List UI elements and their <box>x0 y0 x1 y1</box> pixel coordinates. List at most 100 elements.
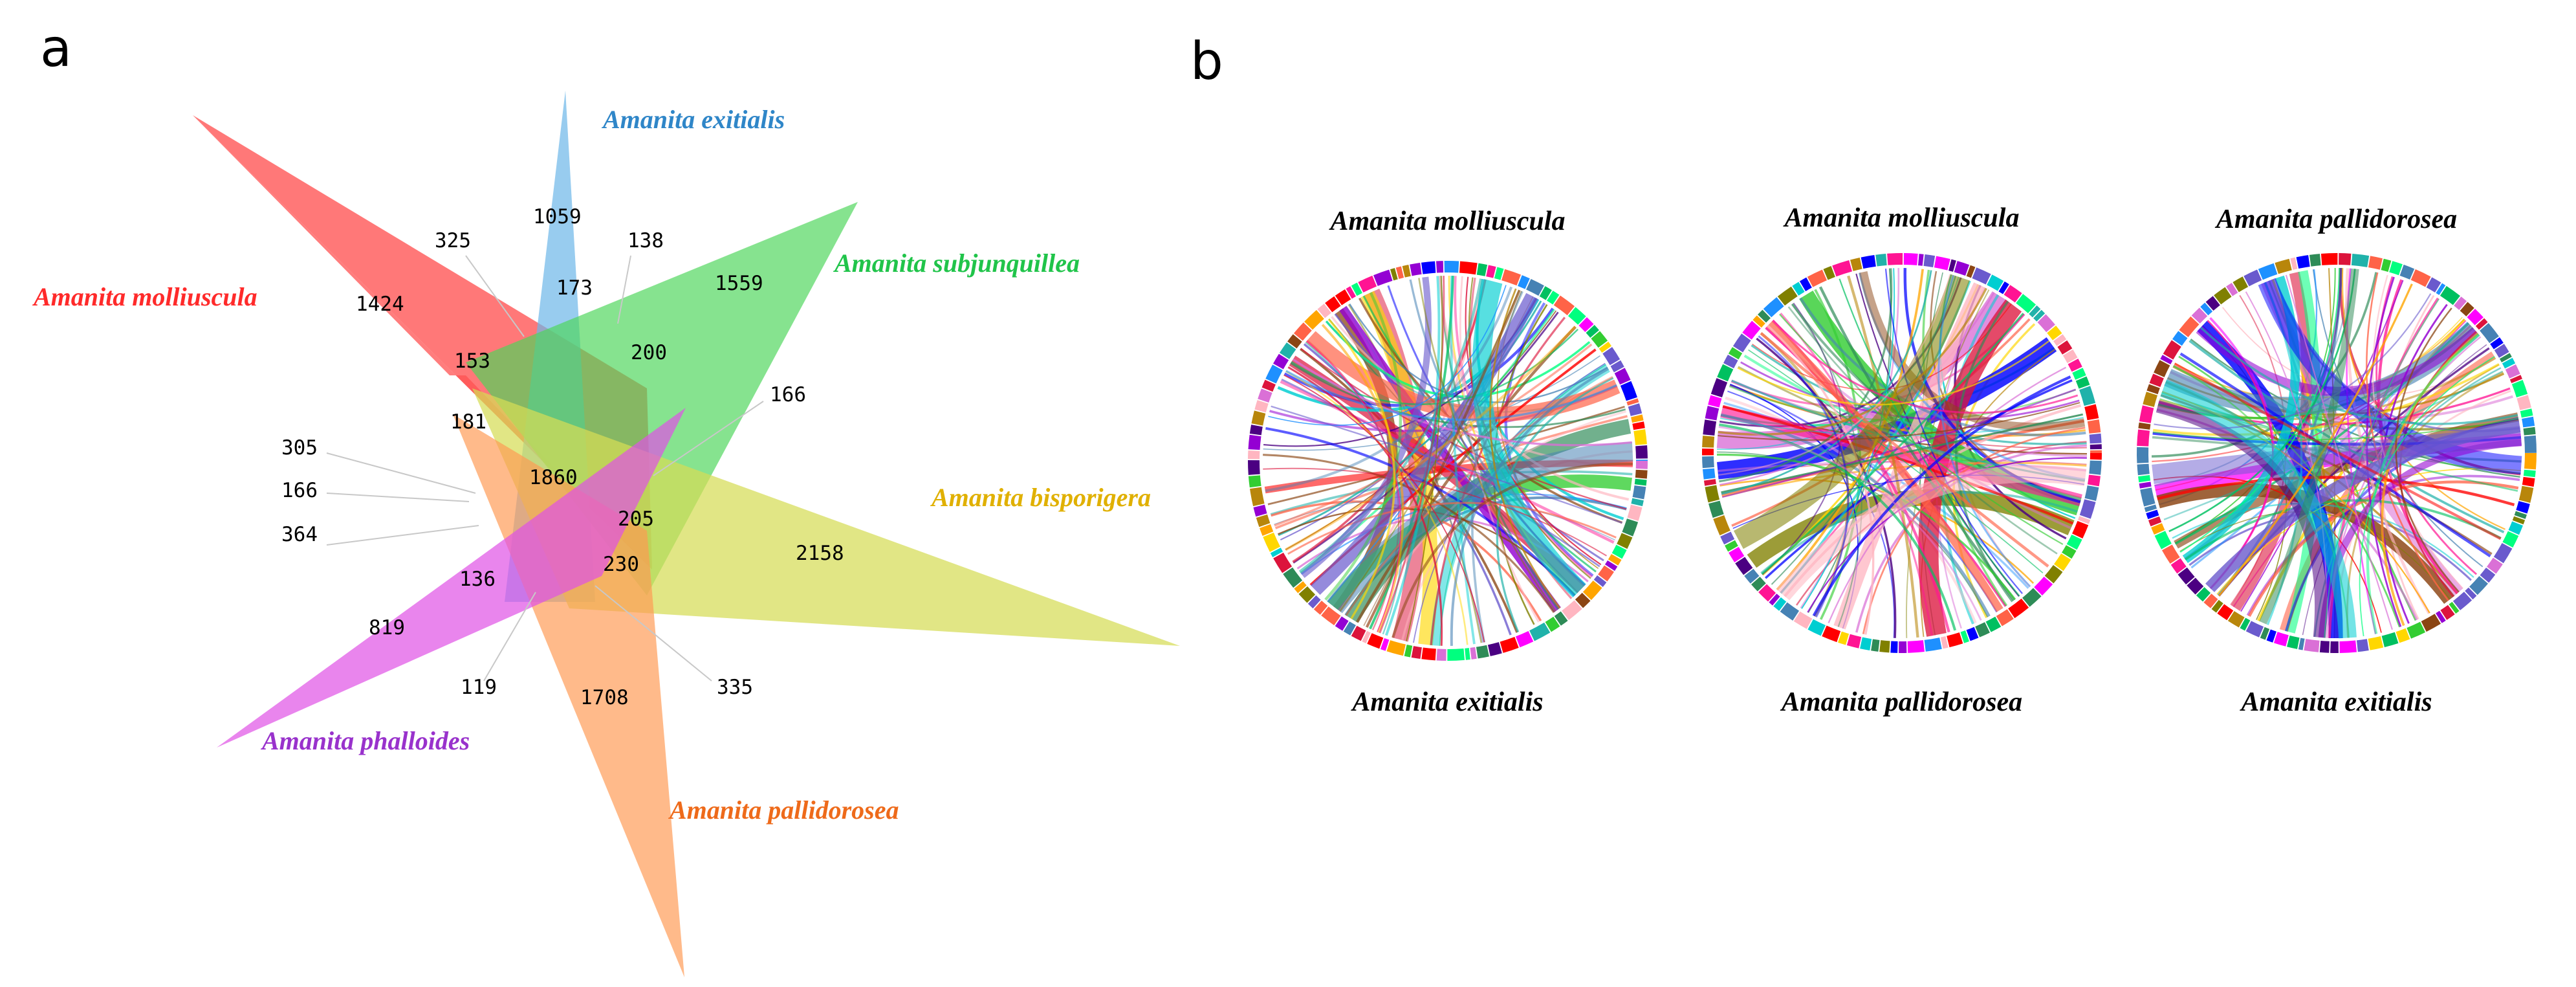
ring-segment <box>1470 647 1477 660</box>
ring-segment <box>2523 469 2536 478</box>
ring-segment <box>2144 504 2157 513</box>
ring-segment <box>1611 544 1627 559</box>
ring-segment <box>1335 289 1351 305</box>
label-phalloides: Amanita phalloides <box>260 726 470 755</box>
count-label: 166 <box>770 383 806 406</box>
ring-segment <box>2273 632 2289 647</box>
ring-segment <box>2399 264 2415 280</box>
ring-segment <box>1586 325 1599 338</box>
ring-segment <box>1975 622 1990 638</box>
ring-segment <box>2487 557 2503 574</box>
count-label: 1059 <box>533 205 582 228</box>
chord-ribbon <box>1265 286 1513 493</box>
ring-segment <box>1632 485 1646 500</box>
ring-segment <box>2146 509 2159 520</box>
ring-segment <box>2407 621 2426 639</box>
chord-ring <box>1247 261 1648 661</box>
ring-segment <box>1972 267 1991 285</box>
leader-line <box>483 592 536 682</box>
chord-ribbon <box>1365 289 1521 628</box>
ring-segment <box>1723 354 1738 369</box>
chord-ribbon <box>1859 271 2086 431</box>
chord-ribbon <box>1324 292 1403 601</box>
panel-b-letter: b <box>1190 31 1223 91</box>
ring-segment <box>2304 639 2320 652</box>
ring-segment <box>2426 277 2441 293</box>
ring-segment <box>2143 392 2158 407</box>
ring-segment <box>1421 261 1436 274</box>
ring-segment <box>1966 627 1979 641</box>
ring-segment <box>2356 639 2369 652</box>
chord-3-top-label: Amanita pallidorosea <box>2214 205 2457 234</box>
ring-segment <box>1335 616 1349 631</box>
ring-segment <box>1404 645 1413 658</box>
ring-segment <box>1987 274 2004 291</box>
ring-segment <box>1351 625 1366 641</box>
ring-segment <box>2339 253 2352 265</box>
chord-ribbon <box>2285 274 2393 630</box>
ring-segment <box>2151 523 2165 535</box>
ring-segment <box>1735 557 1753 575</box>
chord-ribbon <box>1287 366 1443 646</box>
ring-segment <box>1270 548 1283 557</box>
ring-segment <box>1720 531 1735 545</box>
ring-segment <box>1283 567 1303 588</box>
chord-ribbon <box>1292 279 1487 563</box>
panel-a: a 1059 325 138 1424 173 1559 <box>32 18 1180 977</box>
chord-ribbon <box>1954 300 2014 603</box>
ring-segment <box>2078 516 2091 524</box>
chord-1-top-label: Amanita molliuscula <box>1329 206 1566 236</box>
ring-segment <box>2298 638 2305 650</box>
ring-segment <box>2179 316 2199 338</box>
chord-ribbon <box>1740 361 2080 421</box>
chord-ribbon <box>2160 379 2357 639</box>
ring-segment <box>1321 606 1341 626</box>
ring-segment <box>2154 531 2172 549</box>
ring-segment <box>2149 373 2164 388</box>
ring-segment <box>2514 511 2527 519</box>
ring-segment <box>2075 376 2090 389</box>
ring-segment <box>2287 635 2300 649</box>
ring-segment <box>2022 588 2042 607</box>
chord-ribbon <box>2185 499 2502 561</box>
chord-ribbon <box>1937 274 2031 588</box>
ring-segment <box>2275 258 2292 274</box>
ring-segment <box>1879 640 1890 653</box>
ring-segment <box>1752 315 1765 328</box>
chord-ribbon <box>1737 340 2050 406</box>
ring-segment <box>1602 347 1621 366</box>
chord-ribbon <box>2199 326 2518 425</box>
chord-ribbon <box>1752 303 2012 391</box>
ring-segment <box>2053 553 2071 571</box>
ring-segment <box>1279 342 1296 359</box>
ring-segment <box>2296 255 2310 269</box>
ring-segment <box>1620 381 1637 401</box>
ring-segment <box>1758 584 1776 602</box>
ring-segment <box>2490 337 2504 349</box>
chord-ribbon <box>1719 423 1957 631</box>
ring-segment <box>1966 265 1976 278</box>
ring-segment <box>2084 485 2099 502</box>
ring-segment <box>2170 558 2187 574</box>
ring-segment <box>1626 398 1639 406</box>
chord-ribbon <box>1776 465 2087 601</box>
ring-segment <box>2368 636 2384 650</box>
ring-segment <box>1985 616 2002 632</box>
ring-segment <box>2178 567 2195 585</box>
ring-segment <box>1313 600 1328 615</box>
leader-line <box>465 255 525 337</box>
chord-ribbon <box>1718 274 1951 476</box>
chord-ribbon <box>1780 313 1933 636</box>
chord-ribbon <box>1779 313 2064 546</box>
chord-ribbon <box>1263 467 1607 557</box>
ring-segment <box>1822 625 1841 643</box>
ring-segment <box>2138 422 2151 430</box>
ring-segment <box>2053 334 2067 346</box>
ring-segment <box>2217 604 2234 621</box>
ring-segment <box>1860 637 1872 650</box>
ring-segment <box>1924 638 1942 652</box>
ring-segment <box>2057 340 2073 355</box>
chord-ribbon <box>1349 303 1608 403</box>
ring-segment <box>1351 282 1362 296</box>
ring-segment <box>2160 355 2173 365</box>
